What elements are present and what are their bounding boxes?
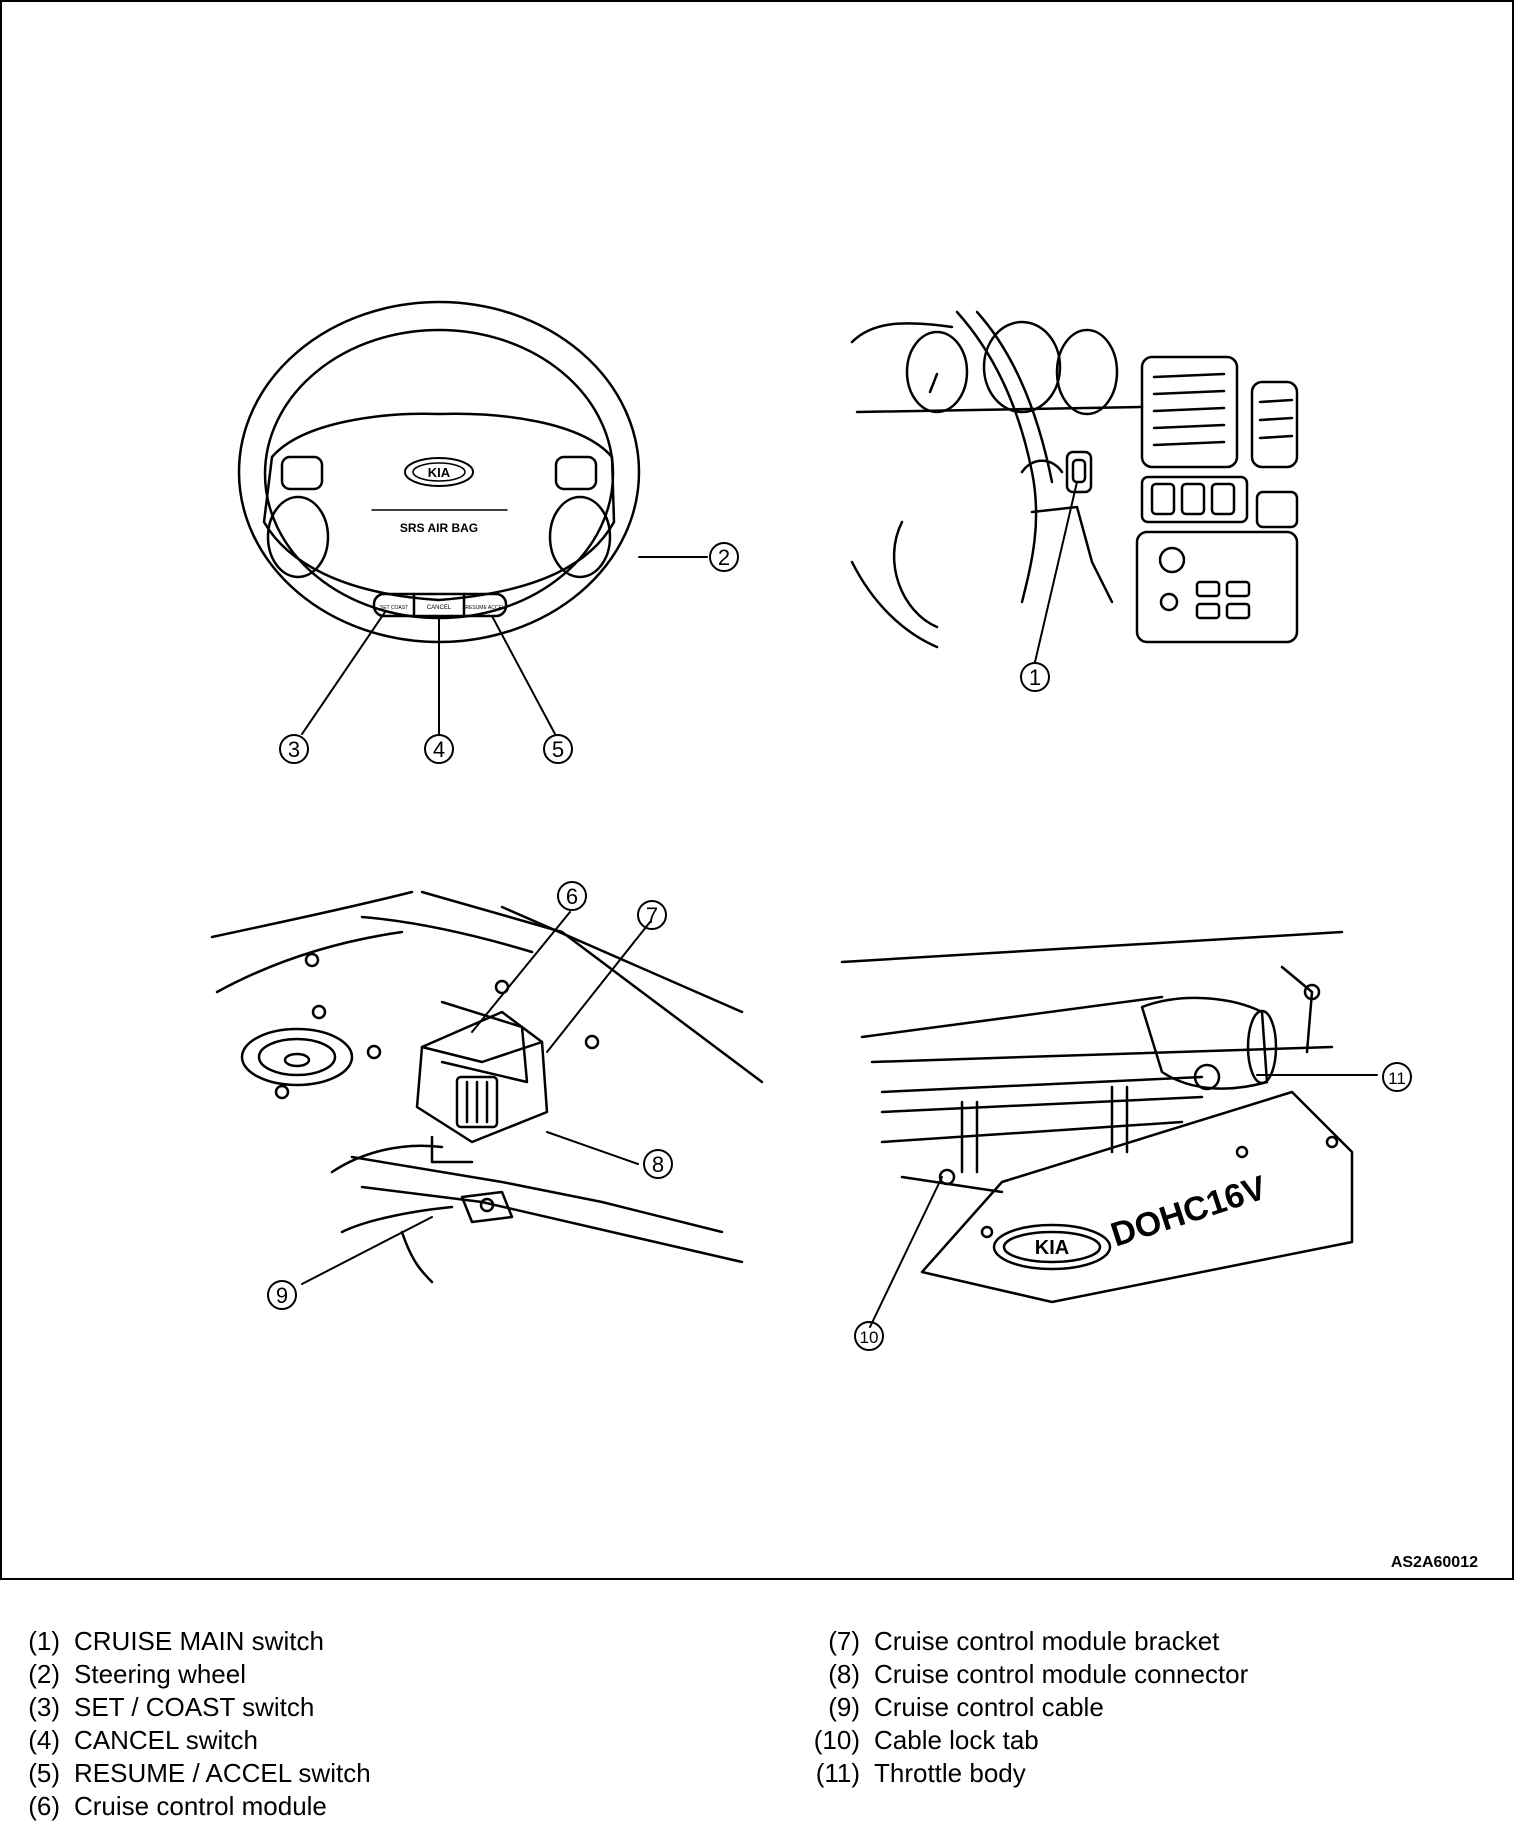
legend-item: (8) Cruise control module connector (800, 1658, 1248, 1691)
callout-8: 8 (652, 1152, 664, 1177)
legend-num: (9) (828, 1692, 860, 1722)
legend-num: (8) (828, 1659, 860, 1689)
legend-num: (6) (28, 1791, 60, 1821)
callout-2: 2 (718, 545, 730, 570)
callout-7: 7 (646, 903, 658, 928)
illustration: KIA SRS AIR BAG SET COAST CANCEL RESUME … (210, 300, 1412, 1351)
dashboard-drawing (850, 310, 1299, 649)
wheel-logo: KIA (428, 465, 451, 480)
legend-item: (9) Cruise control cable (800, 1691, 1248, 1724)
legend-num: (10) (813, 1725, 860, 1755)
legend-label: Cable lock tab (874, 1725, 1039, 1755)
legend-left: (1)CRUISE MAIN switch (2)Steering wheel … (14, 1625, 371, 1823)
callout-1: 1 (1029, 665, 1041, 690)
callout-9: 9 (276, 1283, 288, 1308)
legend-label: Cruise control module (74, 1791, 327, 1821)
legend-item: (10) Cable lock tab (800, 1724, 1248, 1757)
figure-code: AS2A60012 (1390, 1554, 1478, 1571)
steering-wheel-drawing: KIA SRS AIR BAG SET COAST CANCEL RESUME … (237, 300, 641, 644)
engine-logo: KIA (1035, 1237, 1069, 1259)
legend-num: (11) (815, 1758, 860, 1788)
legend-item: (2) Steering wheel (14, 1658, 371, 1691)
callout-3: 3 (288, 737, 300, 762)
legend-right: (7) Cruise control module bracket (8) Crui… (800, 1625, 1249, 1790)
legend-num: (2) (28, 1659, 60, 1689)
callout-4: 4 (433, 737, 445, 762)
legend-item: (3) SET / COAST switch (14, 1691, 371, 1724)
engine-drawing: KIA DOHC16V (840, 930, 1354, 1304)
legend-label: CANCEL switch (74, 1725, 258, 1755)
legend-item: (7) Cruise control module bracket (800, 1625, 1248, 1658)
airbag-text: SRS AIR BAG (400, 521, 478, 535)
legend-num: (7) (828, 1626, 860, 1656)
legend-num: (1) (28, 1626, 60, 1656)
legend-label: Steering wheel (74, 1659, 246, 1689)
module-drawing (210, 890, 764, 1284)
callout-11: 11 (1388, 1069, 1406, 1088)
callout-5: 5 (552, 737, 564, 762)
cancel-text: CANCEL (427, 605, 452, 611)
legend-num: (5) (28, 1758, 60, 1788)
legend-num: (3) (28, 1692, 60, 1722)
legend-label: Cruise control cable (874, 1692, 1104, 1722)
legend-item: (11) Throttle body (800, 1757, 1248, 1790)
callout-10: 10 (860, 1328, 879, 1347)
legend-label: CRUISE MAIN switch (74, 1626, 324, 1656)
engine-cover-text: DOHC16V (1106, 1169, 1271, 1255)
legend-item: (1) CRUISE MAIN switch (14, 1625, 371, 1658)
legend-item: (6) Cruise control module (14, 1790, 371, 1823)
figure-frame: KIA SRS AIR BAG SET COAST CANCEL RESUME … (0, 0, 1514, 1580)
legend-item: (5) RESUME / ACCEL switch (14, 1757, 371, 1790)
legend-label: Cruise control module bracket (874, 1626, 1220, 1656)
legend-num: (4) (28, 1725, 60, 1755)
legend-label: Throttle body (874, 1758, 1026, 1788)
legend-label: Cruise control module connector (874, 1659, 1249, 1689)
legend-label: SET / COAST switch (74, 1692, 315, 1722)
legend-label: RESUME / ACCEL switch (74, 1758, 371, 1788)
set-coast-text: SET COAST (380, 605, 408, 611)
resume-accel-text: RESUME ACCEL (465, 605, 504, 611)
callout-6: 6 (566, 884, 578, 909)
legend-item: (4) CANCEL switch (14, 1724, 371, 1757)
